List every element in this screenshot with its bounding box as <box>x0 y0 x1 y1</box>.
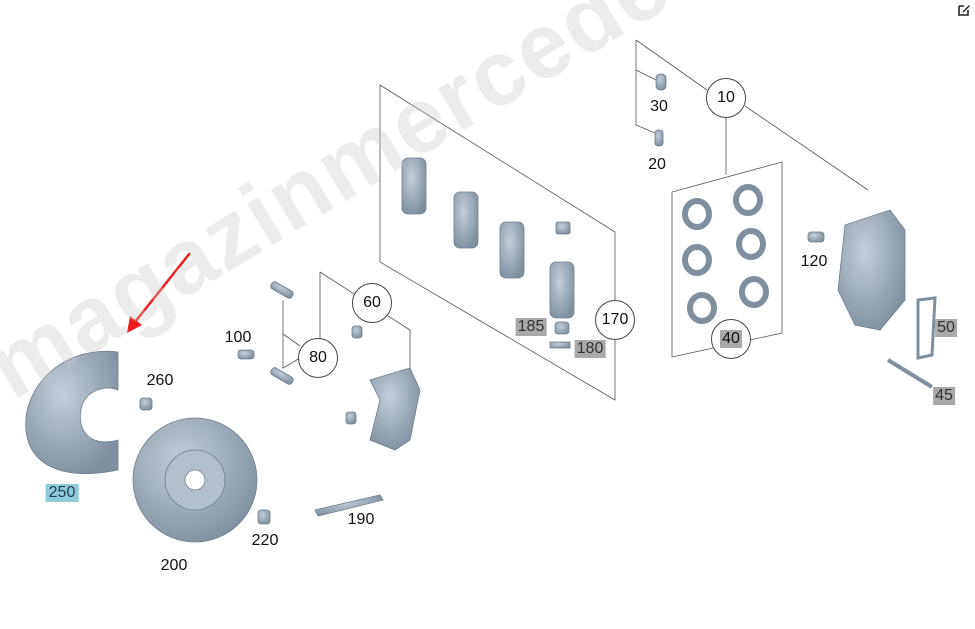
arrow <box>127 252 191 333</box>
callout-45[interactable]: 45 <box>933 387 955 405</box>
callout-80-label: 80 <box>309 349 327 366</box>
callout-170[interactable]: 170 <box>595 300 635 340</box>
callout-50[interactable]: 50 <box>935 319 957 337</box>
callout-180[interactable]: 180 <box>574 340 606 358</box>
callout-10-label: 10 <box>717 89 735 106</box>
pin <box>886 358 934 389</box>
caliper <box>837 209 906 331</box>
pad-1 <box>401 157 427 215</box>
pad-3 <box>499 221 525 279</box>
callout-250-selected[interactable]: 250 <box>45 484 79 502</box>
wear-sensor <box>314 494 384 517</box>
callout-120[interactable]: 120 <box>800 253 828 270</box>
bolt-220 <box>257 509 271 525</box>
callout-190[interactable]: 190 <box>347 511 375 528</box>
callout-60[interactable]: 60 <box>352 283 392 323</box>
callout-200[interactable]: 200 <box>160 557 188 574</box>
dust-shield <box>25 350 119 474</box>
bolt-260 <box>139 397 153 411</box>
callout-100[interactable]: 100 <box>224 329 252 346</box>
callout-185[interactable]: 185 <box>515 318 547 336</box>
edit-icon[interactable] <box>957 3 971 17</box>
pad-4 <box>549 261 575 319</box>
callout-40-label: 40 <box>720 330 742 348</box>
caliper-bracket <box>369 367 421 451</box>
callout-220[interactable]: 220 <box>251 532 279 549</box>
pad-2 <box>453 191 479 249</box>
callout-10[interactable]: 10 <box>706 78 746 118</box>
callout-30[interactable]: 30 <box>650 98 668 115</box>
leader-lines <box>282 39 869 401</box>
parts <box>25 73 937 543</box>
callout-260[interactable]: 260 <box>146 372 174 389</box>
callout-170-label: 170 <box>601 311 629 328</box>
spring-clip <box>916 296 937 360</box>
piston-seals <box>682 184 769 324</box>
callout-20[interactable]: 20 <box>648 156 666 173</box>
callout-60-label: 60 <box>363 294 381 311</box>
callout-80[interactable]: 80 <box>298 338 338 378</box>
callout-40[interactable]: 40 <box>711 319 751 359</box>
